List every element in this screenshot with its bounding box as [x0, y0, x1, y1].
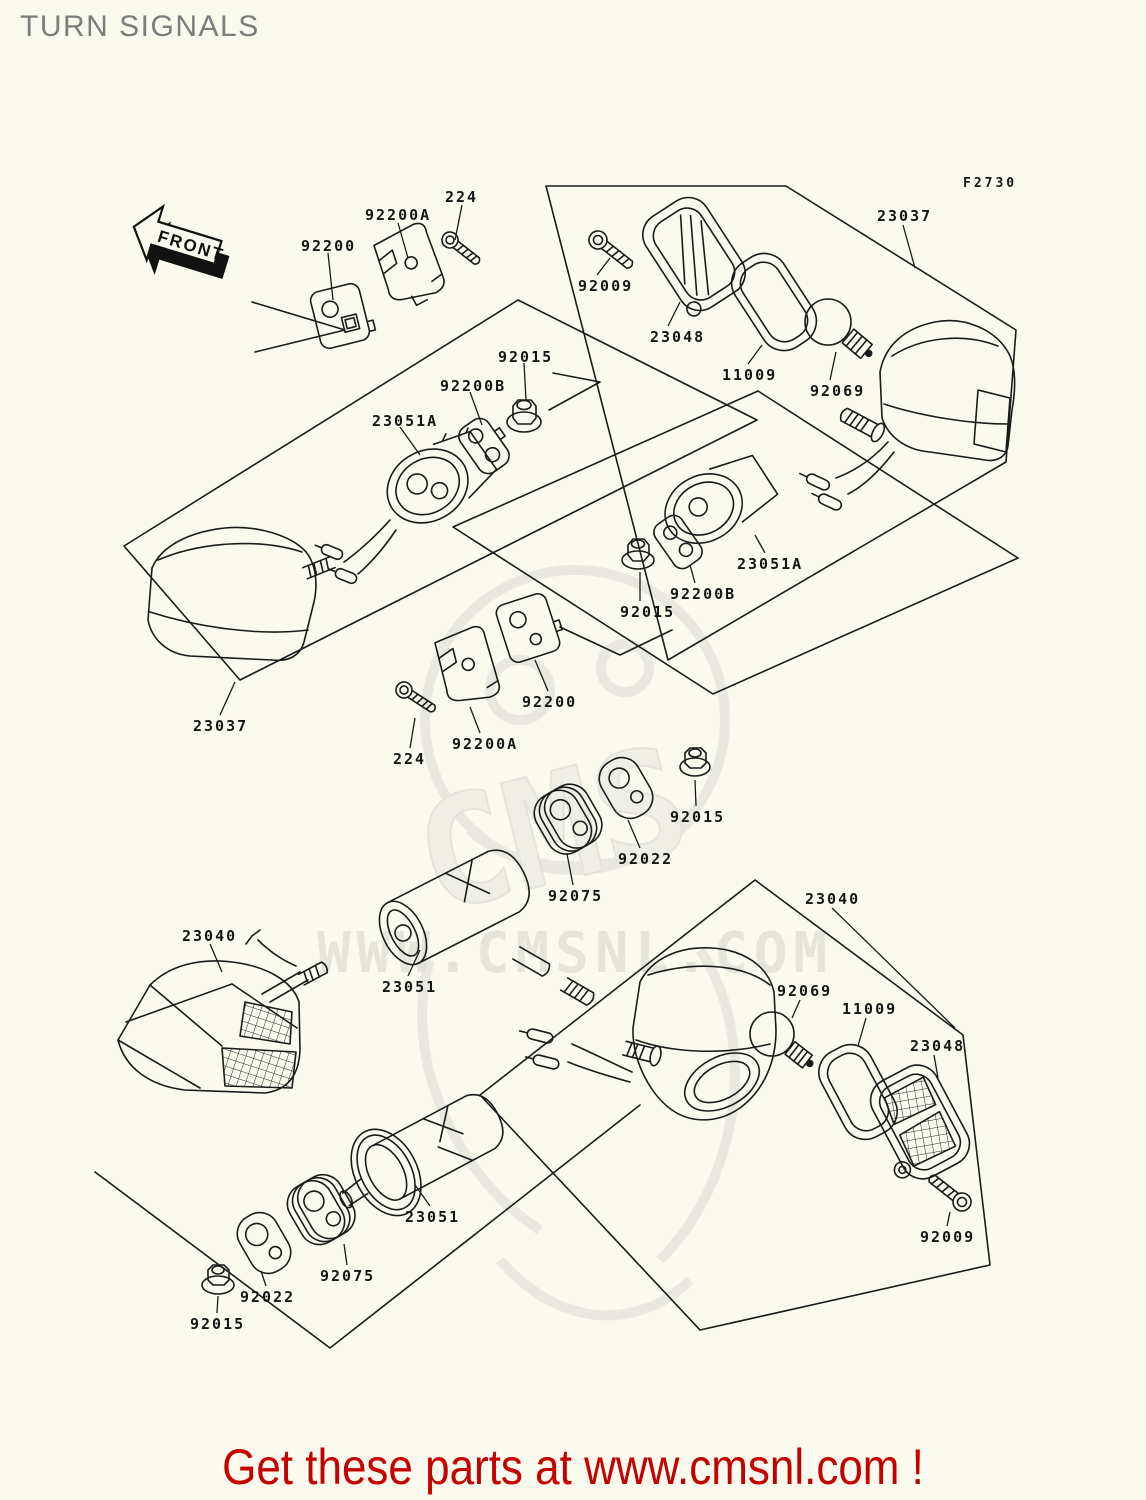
- assembly-box-23040-right: [479, 879, 991, 1331]
- part-label-11009-25: 11009: [842, 1000, 898, 1018]
- part-damper-92022-mid: [598, 756, 654, 820]
- page-title: TURN SIGNALS: [20, 10, 260, 43]
- part-screw-92009-top: [588, 230, 634, 269]
- watermark-text: WWW.CMSNL.COM: [317, 921, 833, 986]
- part-label-92022-30: 92022: [240, 1288, 296, 1306]
- part-label-92015-31: 92015: [190, 1315, 246, 1333]
- front-arrow: FRONT: [132, 203, 230, 279]
- guide-line-top-left: [251, 301, 346, 353]
- part-plate-92200-top: [309, 282, 377, 350]
- part-label-92075-29: 92075: [320, 1267, 376, 1285]
- part-label-224-17: 224: [393, 750, 427, 768]
- part-label-92200-2: 92200: [301, 237, 357, 255]
- part-housing-23051-mid: [378, 849, 595, 1006]
- part-label-92200a-1: 92200A: [365, 206, 432, 224]
- footer-banner-link[interactable]: Get these parts at www.cmsnl.com !: [222, 1439, 924, 1495]
- part-label-23040-22: 23040: [182, 927, 238, 945]
- part-lamp-23037-right: [799, 319, 1016, 511]
- part-label-92015-18: 92015: [670, 808, 726, 826]
- part-label-92200a-16: 92200A: [452, 735, 519, 753]
- part-screw-224-top: [441, 231, 481, 265]
- part-bracket-92200a-mid: [434, 625, 501, 702]
- part-label-92015-8: 92015: [498, 348, 554, 366]
- assembly-box-23037-left: [123, 299, 758, 681]
- part-bracket-92200b-a: [458, 417, 510, 475]
- part-nut-92015-a: [506, 399, 542, 433]
- part-label-23048-5: 23048: [650, 328, 706, 346]
- part-label-92069-7: 92069: [810, 382, 866, 400]
- part-lamp-23040-right: [518, 947, 777, 1121]
- part-gasket-11009-top: [730, 252, 818, 352]
- part-label-23048-26: 23048: [910, 1037, 966, 1055]
- watermark-cms-text: CMS: [400, 713, 705, 947]
- part-label-92200b-12: 92200B: [670, 585, 737, 603]
- part-label-92022-19: 92022: [618, 850, 674, 868]
- part-nut-92015-right: [621, 538, 655, 570]
- part-label-23051-23: 23051: [382, 978, 438, 996]
- part-lamp-23037-left: [147, 519, 397, 662]
- part-plate-92200-mid: [495, 592, 563, 664]
- part-label-23040-21: 23040: [805, 890, 861, 908]
- part-housing-23051a-left: [386, 427, 498, 524]
- part-label-23051a-11: 23051A: [737, 555, 804, 573]
- part-label-23051-27: 23051: [405, 1208, 461, 1226]
- part-label-92200-15: 92200: [522, 693, 578, 711]
- part-screw-224-mid: [395, 681, 436, 713]
- part-label-92015-13: 92015: [620, 603, 676, 621]
- part-damper-92022-bottom: [236, 1211, 292, 1275]
- part-label-11009-6: 11009: [722, 366, 778, 384]
- part-label-23037-14: 23037: [193, 717, 249, 735]
- part-screw-92009-bottom: [928, 1174, 972, 1212]
- assembly-box-23051a-right: [452, 390, 1019, 695]
- assembly-box-23037-right: [545, 185, 1017, 661]
- part-bulb-92069-bottom: [749, 1011, 814, 1069]
- part-lens-23048-bottom: [869, 1064, 971, 1180]
- part-lens-23048-top: [642, 196, 746, 317]
- guide-line-bottom-left: [94, 1104, 641, 1349]
- part-label-92009-4: 92009: [578, 277, 634, 295]
- part-label-23051a-10: 23051A: [372, 412, 439, 430]
- part-label-92009-28: 92009: [920, 1228, 976, 1246]
- part-lamp-23040-left: [117, 929, 329, 1094]
- part-label-92069-24: 92069: [777, 982, 833, 1000]
- figure-code: F2730: [963, 176, 1018, 191]
- part-label-224-0: 224: [445, 188, 479, 206]
- part-housing-23051-bottom: [339, 1093, 504, 1217]
- part-nut-92015-bottom: [201, 1264, 235, 1295]
- part-damper-92075-bottom: [286, 1173, 356, 1246]
- part-label-23037-3: 23037: [877, 207, 933, 225]
- part-label-92075-20: 92075: [548, 887, 604, 905]
- part-bracket-92200a-top: [373, 222, 445, 307]
- part-bracket-92200b-right: [653, 514, 703, 570]
- guide-chevron-mid: [548, 372, 601, 411]
- part-label-92200b-9: 92200B: [440, 377, 507, 395]
- guide-chevron-right: [559, 626, 673, 656]
- part-damper-92075-mid: [533, 783, 603, 855]
- part-gasket-11009-bottom: [818, 1043, 898, 1141]
- part-nut-92015-mid: [679, 747, 711, 777]
- part-bulb-92069-top: [804, 298, 873, 360]
